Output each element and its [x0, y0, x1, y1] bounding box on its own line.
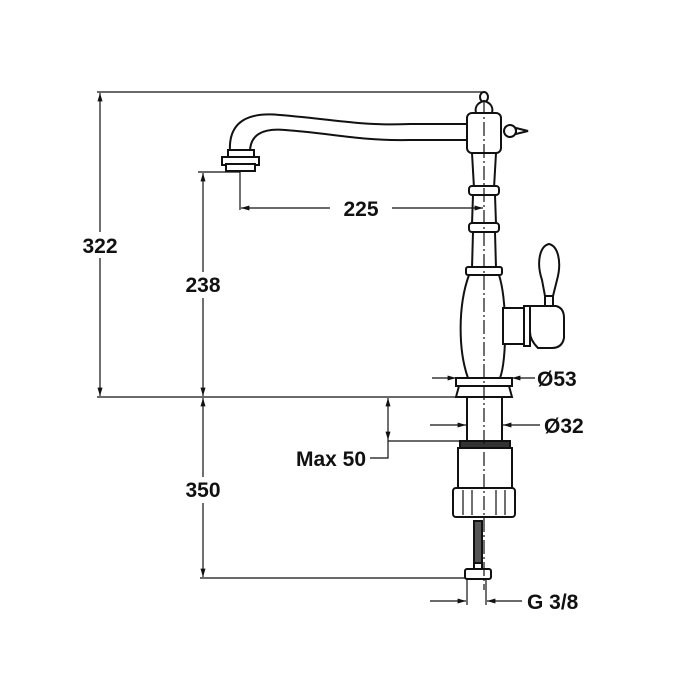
spout-height-label: 238 [185, 274, 220, 297]
shank-diameter-label: Ø32 [544, 415, 584, 438]
faucet-body [221, 91, 565, 605]
spout-reach-label: 225 [343, 198, 378, 221]
under-deck-length-label: 350 [185, 479, 220, 502]
base-diameter-label: Ø53 [537, 368, 577, 391]
extension-lines [97, 91, 483, 579]
max-deck-thickness-label: Max 50 [296, 448, 366, 471]
connection-thread-label: G 3/8 [527, 591, 579, 614]
total-height-label: 322 [82, 235, 117, 258]
